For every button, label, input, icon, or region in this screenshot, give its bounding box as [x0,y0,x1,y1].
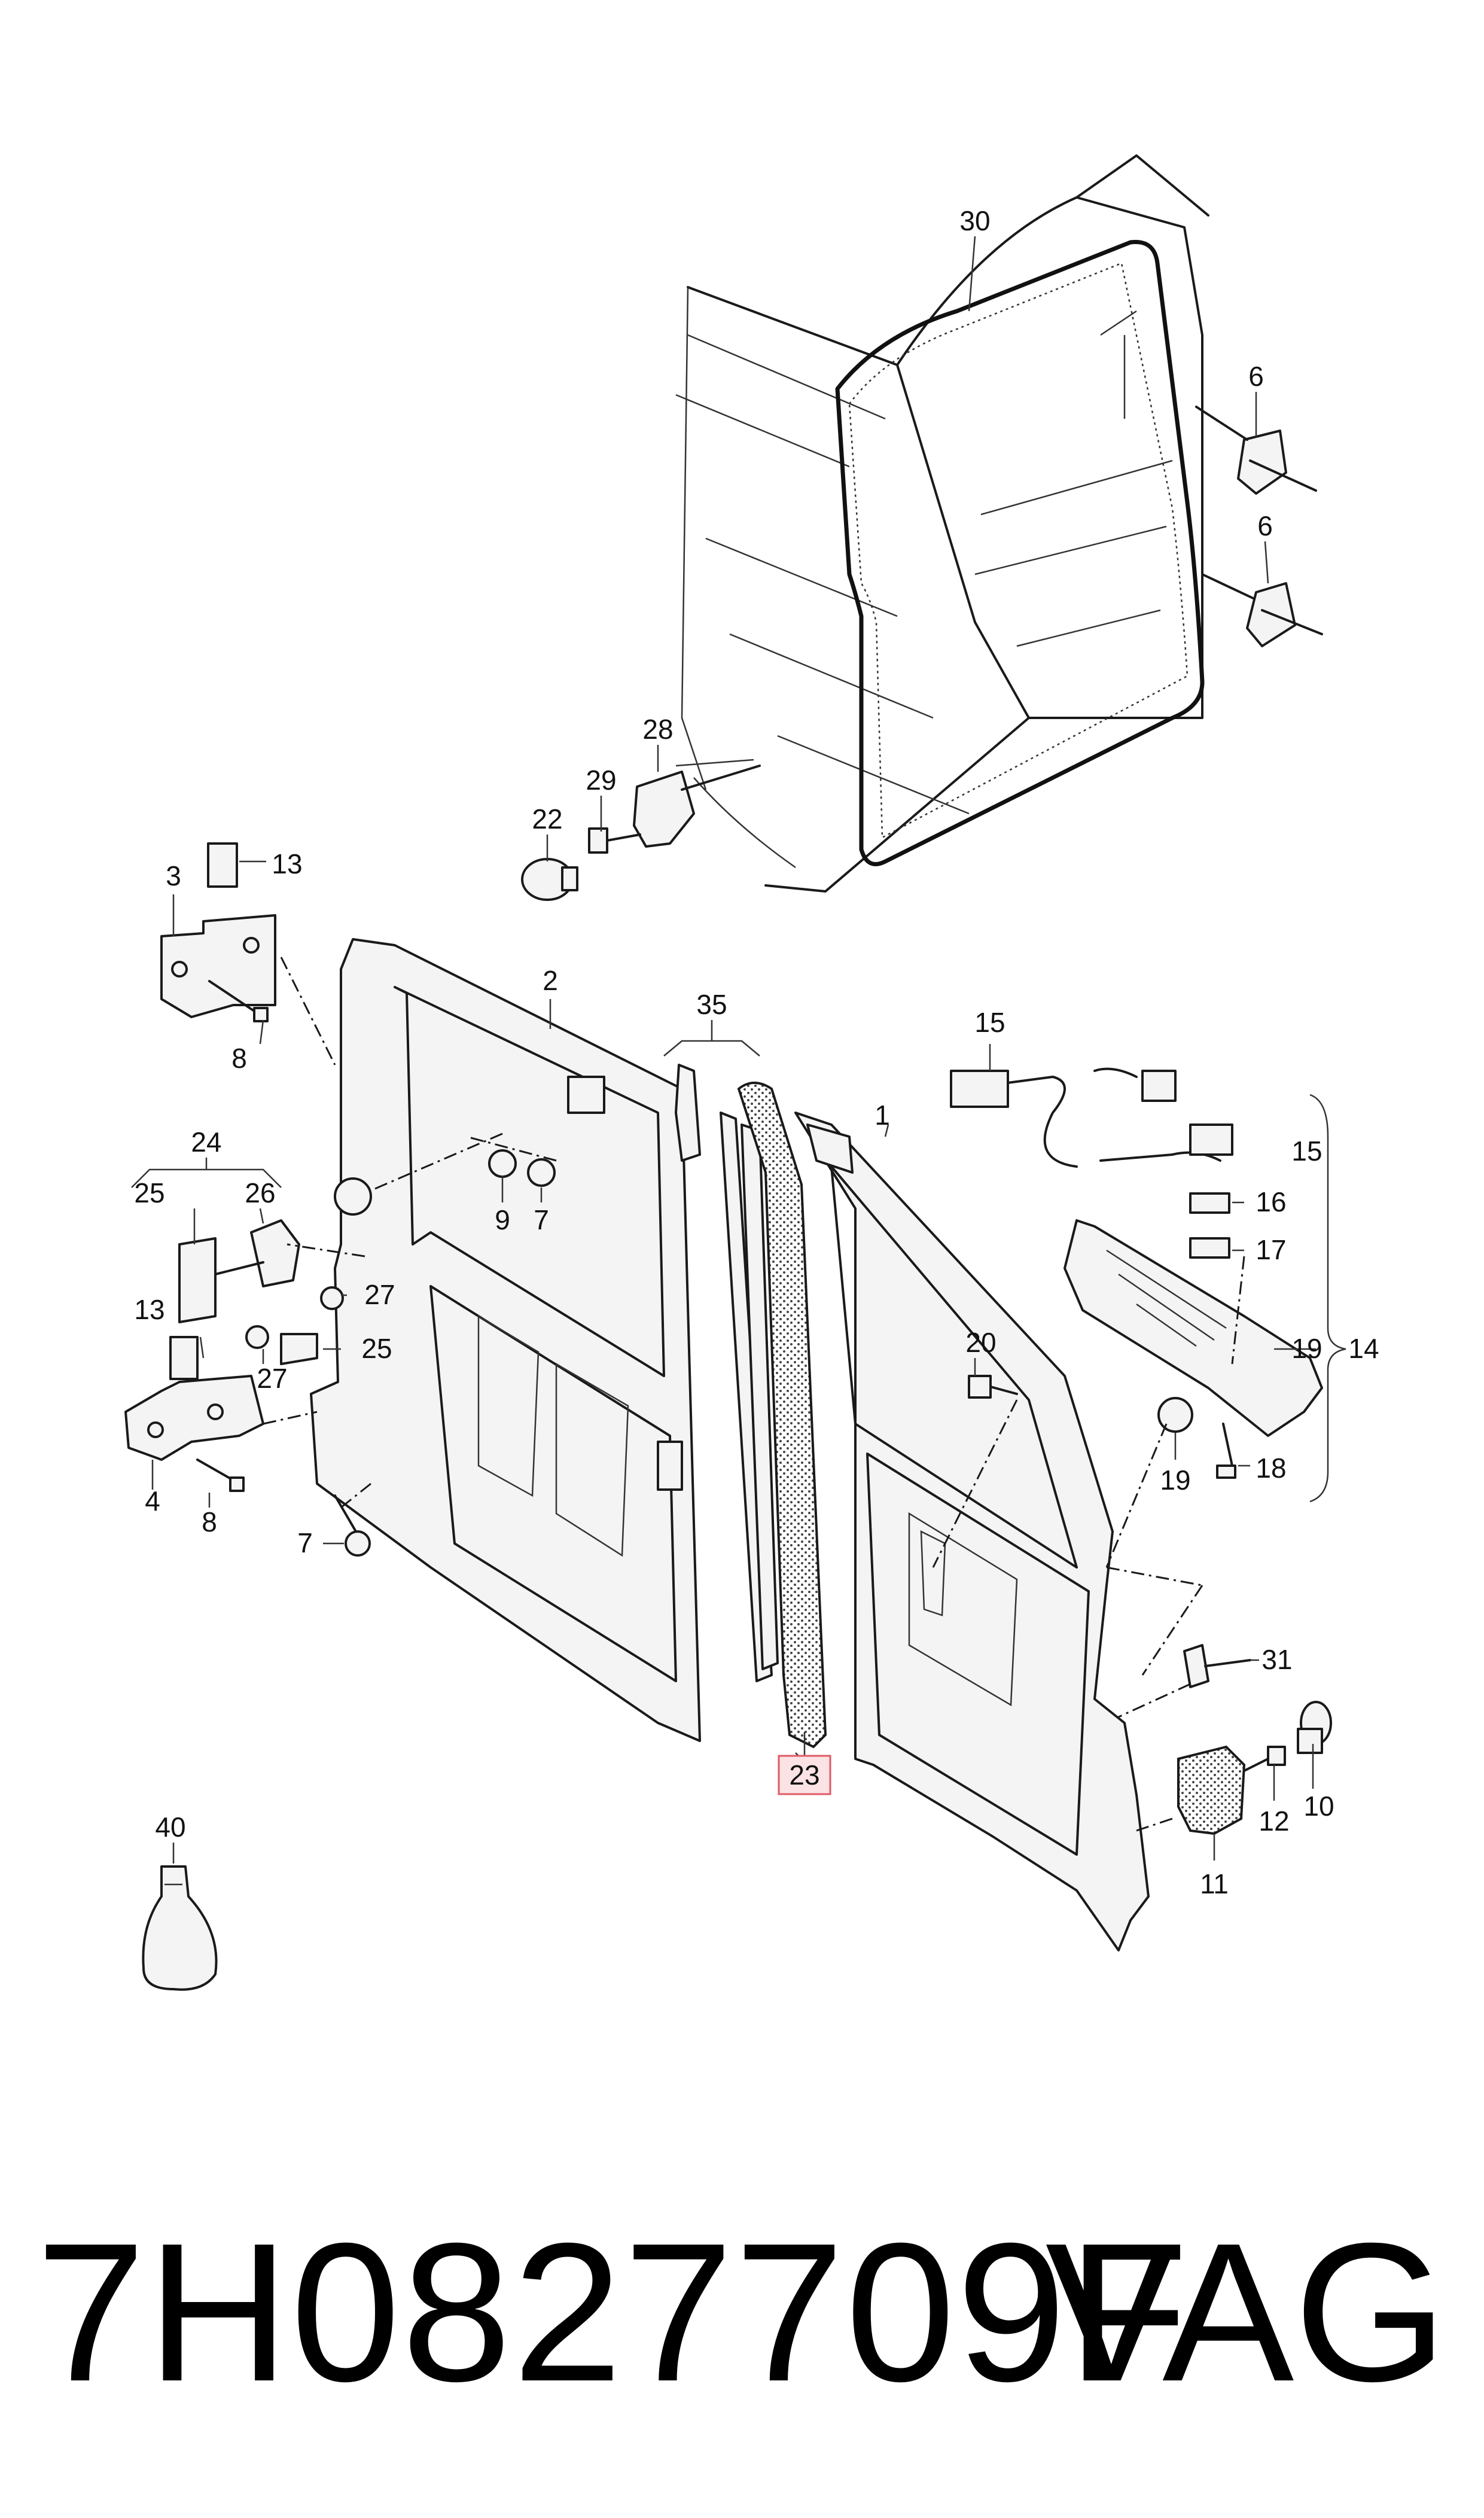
callout-label-highlighted: 23 [789,1759,819,1791]
callout-label: 24 [191,1126,221,1158]
callout-label: 31 [1261,1644,1292,1675]
clip-17 [1189,1237,1230,1259]
hinge-plate-6-lower [1201,573,1323,647]
callout-label: 40 [155,1811,185,1843]
callout-label: 17 [1256,1234,1286,1265]
clip-13-upper [207,842,238,888]
callout-label: 4 [145,1485,160,1517]
callout-label: 15 [974,1007,1005,1038]
plug-22 [521,858,578,901]
hinge-plate-6-upper [1195,406,1317,495]
hinge-4 [124,1375,264,1461]
callout-label: 6 [1248,361,1264,392]
dashed-assembly-lines [263,957,1245,1832]
callout-label: 1 [874,1100,890,1131]
screw-8-lower [196,1459,245,1492]
lock-module-14 [1064,1219,1323,1437]
callout-label: 12 [1258,1805,1289,1837]
screw-12 [1243,1746,1286,1772]
callout-label: 30 [959,205,990,236]
callout-label: 9 [495,1204,510,1235]
callout-label: 19 [1291,1333,1322,1364]
callout-label: 13 [272,848,302,879]
window-channel-35 [675,1064,779,1682]
screw-29 [588,827,641,854]
callout-label: 10 [1303,1791,1334,1822]
trim-cover-11 [1177,1745,1246,1835]
seal-strip-23 [737,1082,827,1749]
part-number: 7H0827709F [36,2202,1190,2422]
callout-label: 8 [202,1506,217,1537]
callout-label: 11 [1200,1868,1229,1899]
leader-lines [131,236,1346,1864]
callout-label: 15 [1291,1135,1322,1167]
grommet-19 [1157,1397,1193,1433]
screw-7-lower [334,1494,371,1557]
screw-18 [1216,1423,1236,1479]
bump-stop-28 [633,765,761,848]
callout-label: 29 [586,765,616,796]
hinge-bracket-25 [178,1237,318,1365]
callout-label: 18 [1256,1453,1286,1484]
footer: 7H0827709F VAG [36,2213,1448,2471]
callout-label: 7 [297,1527,313,1558]
callout-label: 7 [534,1204,549,1235]
callout-label: 35 [696,989,727,1020]
callout-label: 6 [1257,510,1273,541]
screw-7-upper [527,1158,556,1187]
callout-label: 8 [231,1043,247,1074]
wiring-harness-15 [950,1067,1221,1168]
callout-label: 25 [361,1333,392,1364]
callout-labels: 1 2 3 4 6 6 7 7 8 8 9 10 11 12 13 13 14 … [134,205,1379,1899]
screw-8-upper [208,980,269,1022]
screw-31 [1183,1644,1251,1688]
nut-9 [488,1149,517,1178]
callout-label: 20 [965,1327,996,1358]
clip-16 [1189,1192,1230,1214]
hinge-3 [160,914,276,1018]
callout-label: 27 [364,1279,395,1310]
callout-label: 28 [642,714,673,745]
callout-label: 14 [1348,1333,1379,1364]
highlighted-callout-23: 23 [778,1755,831,1795]
left-door-2 [310,938,701,1742]
callout-label: 16 [1256,1186,1286,1217]
clip-13-lower [169,1336,199,1380]
nut-27-lower [245,1325,269,1349]
connector-15 [1189,1123,1233,1156]
callout-label: 13 [134,1294,164,1325]
bag-40 [142,1865,218,1991]
nut-27-upper [320,1286,344,1310]
vehicle-body-outline [675,154,1209,893]
cap-10 [1297,1701,1332,1754]
right-door-1 [794,1112,1150,1951]
callout-label: 22 [532,803,562,835]
callout-label: 27 [257,1363,287,1394]
callout-label: 3 [166,860,181,891]
callout-label: 26 [245,1177,275,1208]
screw-20 [968,1375,1018,1399]
callout-label: 25 [134,1177,164,1208]
brand-label: VAG [1045,2202,1448,2422]
hinge-pin-26 [214,1219,300,1287]
callout-label: 2 [543,965,558,996]
door-seal-30 [835,239,1205,866]
callout-label: 19 [1160,1464,1190,1496]
exploded-parts-diagram: 1 2 3 4 6 6 7 7 8 8 9 10 11 12 13 13 14 … [124,154,1379,1991]
